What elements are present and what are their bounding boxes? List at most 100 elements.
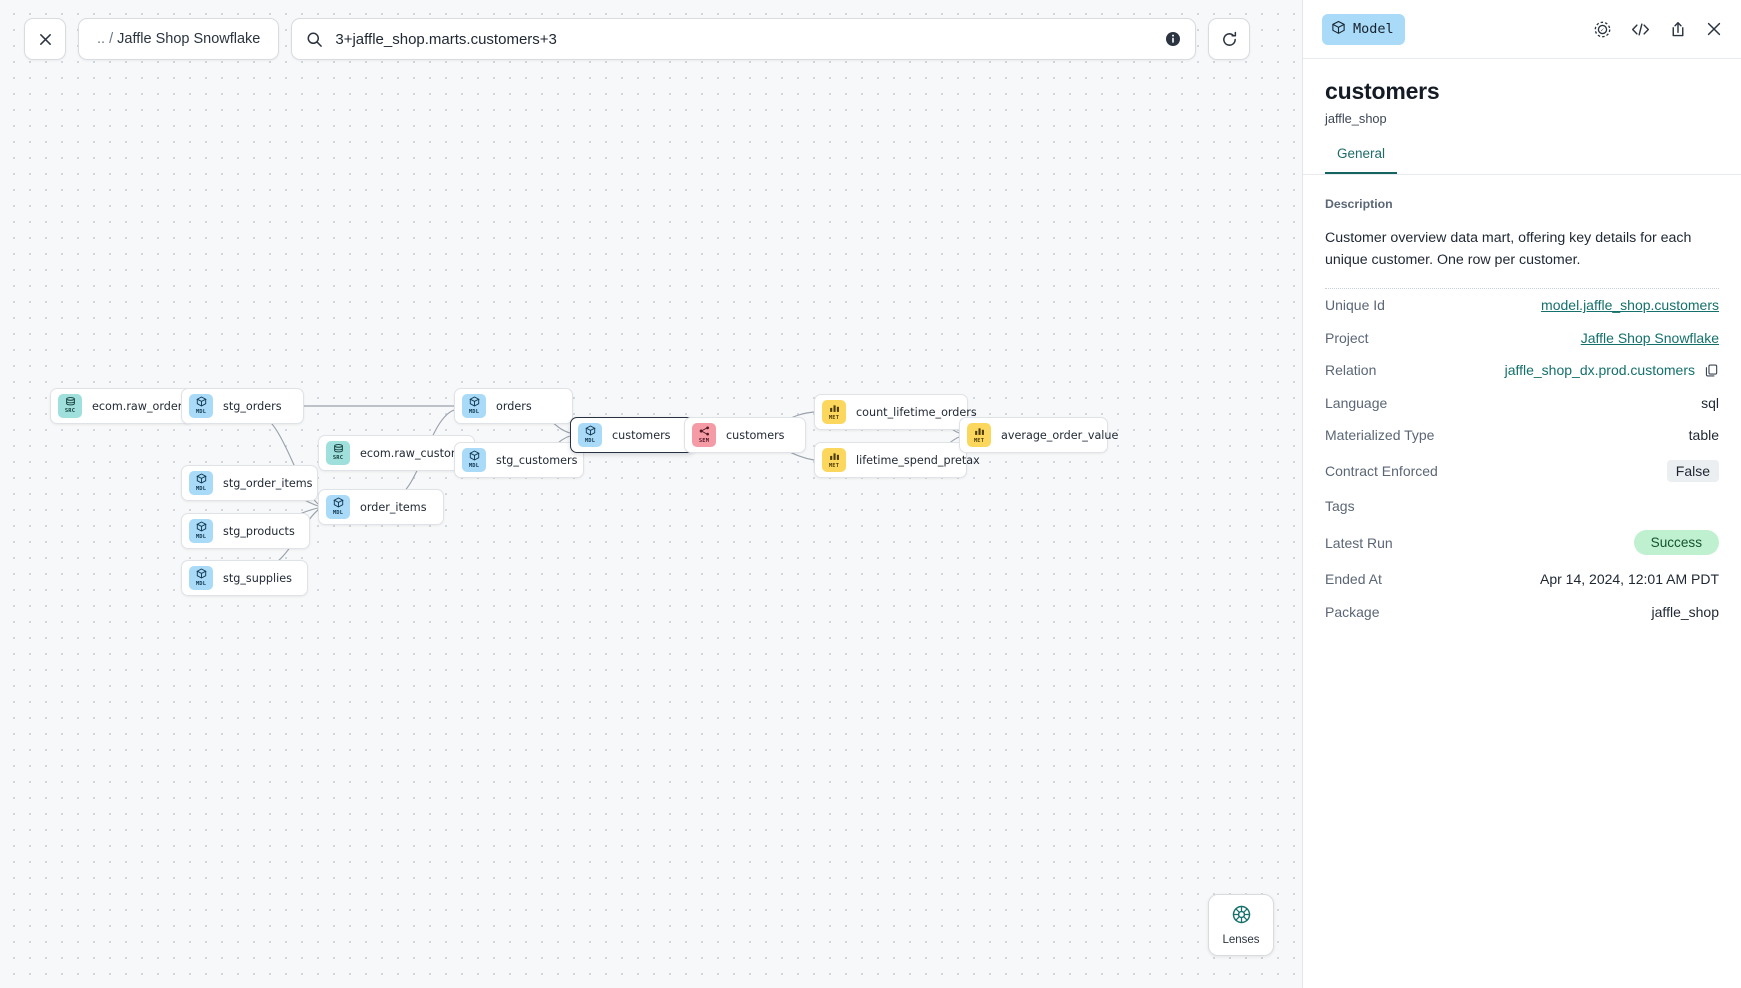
- panel-subtitle: jaffle_shop: [1325, 111, 1387, 126]
- explore-icon[interactable]: [1593, 20, 1612, 39]
- property-label: Unique Id: [1325, 297, 1385, 314]
- graph-node-count_lifetime_orders[interactable]: MET count_lifetime_orders: [814, 394, 977, 430]
- property-value-wrap: sql: [1701, 395, 1719, 411]
- canvas-toolbar: .. / Jaffle Shop Snowflake 3+jaffle_shop…: [24, 18, 1251, 60]
- property-value-wrap: table: [1689, 427, 1719, 443]
- property-label: Relation: [1325, 362, 1377, 379]
- property-value-wrap: jaffle_shop_dx.prod.customers: [1505, 362, 1719, 378]
- graph-node-label: stg_products: [223, 524, 295, 538]
- src-badge-icon: SRC: [58, 394, 82, 418]
- property-row: Package jaffle_shop: [1325, 596, 1719, 629]
- mdl-badge-icon: MDL: [462, 448, 486, 472]
- search-input-value: 3+jaffle_shop.marts.customers+3: [335, 30, 557, 48]
- panel-actions: [1593, 20, 1723, 39]
- share-icon[interactable]: [1669, 20, 1687, 39]
- mdl-badge-icon: MDL: [189, 519, 213, 543]
- lineage-selector-input[interactable]: 3+jaffle_shop.marts.customers+3: [291, 18, 1197, 60]
- mdl-badge-icon: MDL: [578, 423, 602, 447]
- search-icon: [306, 31, 323, 48]
- property-row: Relation jaffle_shop_dx.prod.customers: [1325, 354, 1719, 387]
- mdl-badge-icon: MDL: [189, 471, 213, 495]
- divider: [1325, 288, 1719, 289]
- mdl-badge-icon: MDL: [189, 394, 213, 418]
- lens-icon: [1231, 904, 1252, 930]
- property-value-link[interactable]: Jaffle Shop Snowflake: [1580, 329, 1719, 346]
- graph-node-label: ecom.raw_customers: [360, 446, 480, 460]
- graph-node-stg_orders[interactable]: MDL stg_orders: [181, 388, 304, 424]
- refresh-button[interactable]: [1208, 18, 1251, 60]
- status-badge: False: [1666, 459, 1719, 482]
- resource-type-chip[interactable]: Model: [1322, 13, 1405, 45]
- property-label: Materialized Type: [1325, 427, 1435, 444]
- description-label: Description: [1325, 197, 1393, 211]
- graph-node-label: stg_order_items: [223, 476, 313, 490]
- met-badge-icon: MET: [967, 423, 991, 447]
- details-panel: Model: [1302, 0, 1741, 988]
- graph-node-stg_order_items[interactable]: MDL stg_order_items: [181, 465, 318, 501]
- status-badge: Success: [1633, 530, 1719, 555]
- property-label: Contract Enforced: [1325, 462, 1438, 479]
- graph-node-ecom_raw_customers[interactable]: SRC ecom.raw_customers: [318, 435, 479, 471]
- graph-node-stg_products[interactable]: MDL stg_products: [181, 513, 310, 549]
- mdl-badge-icon: MDL: [462, 394, 486, 418]
- property-value-wrap: Jaffle Shop Snowflake: [1581, 330, 1719, 346]
- mdl-badge-icon: MDL: [326, 495, 350, 519]
- property-label: Latest Run: [1325, 534, 1393, 551]
- panel-header: Model: [1303, 0, 1741, 59]
- property-row: Tags: [1325, 490, 1719, 523]
- panel-tabs: General: [1303, 146, 1741, 175]
- property-label: Language: [1325, 394, 1388, 411]
- tab-general[interactable]: General: [1325, 146, 1398, 174]
- property-value: Apr 14, 2024, 12:01 AM PDT: [1540, 571, 1719, 588]
- lenses-button[interactable]: Lenses: [1208, 894, 1274, 956]
- property-value-link[interactable]: model.jaffle_shop.customers: [1541, 297, 1719, 314]
- met-badge-icon: MET: [822, 400, 846, 424]
- graph-node-ecom_raw_orders[interactable]: SRC ecom.raw_orders: [50, 388, 194, 424]
- property-value: jaffle_shop: [1651, 603, 1719, 620]
- panel-title-block: customers jaffle_shop: [1303, 59, 1741, 126]
- graph-node-label: customers: [726, 428, 785, 442]
- page-title: customers: [1325, 78, 1440, 104]
- graph-node-label: ecom.raw_orders: [92, 399, 189, 413]
- sem-badge-icon: SEM: [692, 423, 716, 447]
- breadcrumb-button[interactable]: .. / Jaffle Shop Snowflake: [78, 18, 280, 60]
- info-icon[interactable]: [1165, 31, 1181, 47]
- property-value-wrap: model.jaffle_shop.customers: [1541, 297, 1719, 313]
- property-label: Package: [1325, 603, 1380, 620]
- graph-node-customers_semantic[interactable]: SEM customers: [684, 417, 806, 453]
- property-row: Language sql: [1325, 387, 1719, 420]
- src-badge-icon: SRC: [326, 441, 350, 465]
- property-value-wrap: False: [1666, 459, 1719, 482]
- graph-node-label: count_lifetime_orders: [856, 405, 977, 419]
- property-label: Project: [1325, 329, 1369, 346]
- property-row: Latest Run Success: [1325, 522, 1719, 563]
- description-text: Customer overview data mart, offering ke…: [1325, 230, 1692, 268]
- graph-node-customers_model[interactable]: MDL customers: [570, 417, 695, 453]
- panel-body: Description Customer overview data mart,…: [1303, 175, 1741, 628]
- lenses-label: Lenses: [1222, 934, 1260, 946]
- property-value-link[interactable]: jaffle_shop_dx.prod.customers: [1504, 362, 1695, 379]
- met-badge-icon: MET: [822, 448, 846, 472]
- copy-icon[interactable]: [1704, 363, 1719, 378]
- property-row: Contract Enforced False: [1325, 452, 1719, 490]
- close-panel-icon[interactable]: [1705, 20, 1723, 38]
- graph-node-label: stg_supplies: [223, 571, 292, 585]
- graph-node-label: stg_orders: [223, 399, 282, 413]
- property-row: Unique Id model.jaffle_shop.customers: [1325, 289, 1719, 322]
- code-icon[interactable]: [1630, 20, 1651, 39]
- property-label: Ended At: [1325, 571, 1382, 588]
- breadcrumb: .. / Jaffle Shop Snowflake: [97, 31, 261, 47]
- close-lineage-button[interactable]: [24, 18, 66, 60]
- graph-node-label: customers: [612, 428, 671, 442]
- property-value: table: [1688, 427, 1719, 444]
